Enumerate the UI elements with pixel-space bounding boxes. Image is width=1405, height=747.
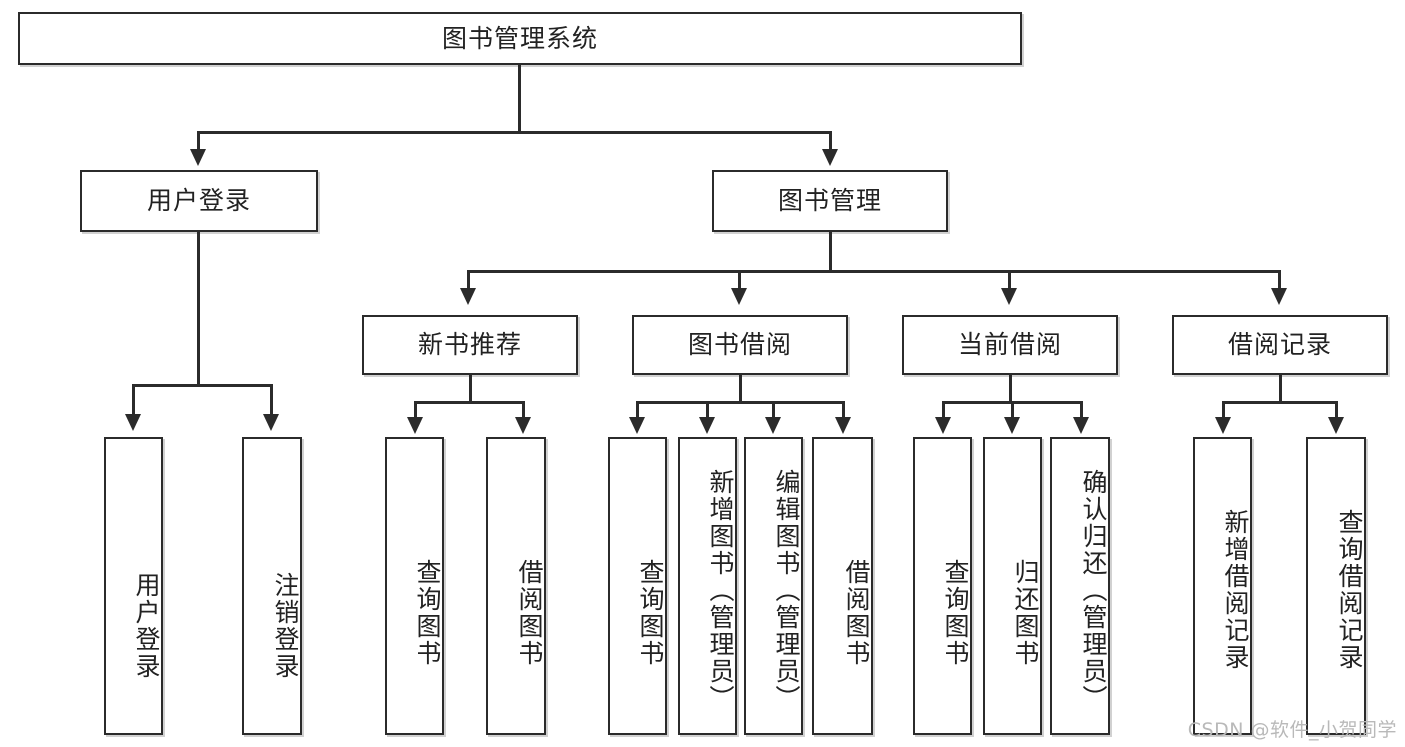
leaf-borrow-book-borrow[interactable]: 借阅图书 <box>812 437 873 735</box>
edge-userlogin-drop-1 <box>132 384 135 418</box>
leaf-add-book-admin[interactable]: 新增图书（管理员） <box>678 437 737 735</box>
arrowhead-to-book-manage <box>822 149 838 166</box>
node-current-borrow[interactable]: 当前借阅 <box>902 315 1118 375</box>
arrowhead-to-leaf-borrow-book-2 <box>835 417 851 434</box>
node-label: 查询图书 <box>636 559 665 667</box>
edge-userlogin-stem <box>197 232 200 386</box>
node-label: 确认归还（管理员） <box>1079 468 1108 712</box>
edge-bookborrow-drop-4 <box>842 401 845 419</box>
edge-bookborrow-drop-1 <box>636 401 639 419</box>
edge-borrowrecord-drop-2 <box>1335 401 1338 419</box>
leaf-borrow-book-recommend[interactable]: 借阅图书 <box>486 437 546 735</box>
edge-bookborrow-bus <box>636 401 844 404</box>
node-new-book-recommend[interactable]: 新书推荐 <box>362 315 578 375</box>
arrowhead-to-leaf-return-book <box>1004 417 1020 434</box>
edge-currentborrow-drop-2 <box>1011 401 1014 419</box>
arrowhead-to-leaf-confirm-return <box>1073 417 1089 434</box>
node-label: 查询图书 <box>941 559 970 667</box>
node-borrow-record[interactable]: 借阅记录 <box>1172 315 1388 375</box>
edge-bookmanage-drop-1 <box>467 270 470 292</box>
edge-borrowrecord-stem <box>1279 375 1282 403</box>
edge-bookborrow-drop-2 <box>706 401 709 419</box>
arrowhead-to-leaf-query-record <box>1328 417 1344 434</box>
edge-root-bus <box>197 131 831 134</box>
arrowhead-to-user-login <box>190 149 206 166</box>
node-label: 用户登录 <box>132 571 161 680</box>
node-label: 新增图书（管理员） <box>706 468 735 712</box>
node-book-manage[interactable]: 图书管理 <box>712 170 948 232</box>
edge-currentborrow-drop-3 <box>1080 401 1083 419</box>
node-label: 当前借阅 <box>957 330 1062 360</box>
node-label: 图书管理 <box>777 186 882 216</box>
edge-newbook-bus <box>414 401 524 404</box>
edge-currentborrow-drop-1 <box>942 401 945 419</box>
node-root-system[interactable]: 图书管理系统 <box>18 12 1022 65</box>
edge-root-drop-left <box>197 131 200 154</box>
edge-userlogin-bus <box>132 384 272 387</box>
leaf-edit-book-admin[interactable]: 编辑图书（管理员） <box>744 437 803 735</box>
node-label: 查询借阅记录 <box>1335 509 1364 671</box>
node-label: 图书借阅 <box>687 330 792 360</box>
node-label: 借阅图书 <box>515 559 544 667</box>
arrowhead-to-leaf-borrow-book-1 <box>515 417 531 434</box>
leaf-query-book-current[interactable]: 查询图书 <box>913 437 972 735</box>
edge-root-drop-right <box>829 131 832 154</box>
edge-newbook-stem <box>469 375 472 403</box>
arrowhead-to-leaf-query-book-2 <box>629 417 645 434</box>
edge-root-stem <box>518 65 521 133</box>
leaf-query-borrow-record[interactable]: 查询借阅记录 <box>1306 437 1366 735</box>
arrowhead-to-leaf-edit-book <box>765 417 781 434</box>
arrowhead-to-new-book-recommend <box>460 288 476 305</box>
edge-newbook-drop-1 <box>414 401 417 419</box>
edge-bookmanage-bus <box>467 270 1280 273</box>
arrowhead-to-borrow-record <box>1271 288 1287 305</box>
leaf-query-book-recommend[interactable]: 查询图书 <box>385 437 444 735</box>
node-label: 注销登录 <box>271 571 300 680</box>
node-label: 借阅图书 <box>842 559 871 667</box>
edge-borrowrecord-bus <box>1222 401 1337 404</box>
arrowhead-to-leaf-add-record <box>1215 417 1231 434</box>
leaf-logout[interactable]: 注销登录 <box>242 437 302 735</box>
leaf-return-book[interactable]: 归还图书 <box>983 437 1042 735</box>
arrowhead-to-current-borrow <box>1001 288 1017 305</box>
leaf-user-login[interactable]: 用户登录 <box>104 437 163 735</box>
arrowhead-to-leaf-query-book-3 <box>935 417 951 434</box>
edge-bookmanage-drop-2 <box>738 270 741 292</box>
arrowhead-to-leaf-user-login <box>125 414 141 431</box>
node-label: 编辑图书（管理员） <box>772 468 801 712</box>
edge-bookmanage-drop-4 <box>1278 270 1281 292</box>
leaf-query-book-borrow[interactable]: 查询图书 <box>608 437 667 735</box>
edge-bookborrow-drop-3 <box>772 401 775 419</box>
node-book-borrow[interactable]: 图书借阅 <box>632 315 848 375</box>
csdn-watermark: CSDN @软件_小贺同学 <box>1187 719 1397 741</box>
edge-bookmanage-drop-3 <box>1008 270 1011 292</box>
node-user-login[interactable]: 用户登录 <box>80 170 318 232</box>
edge-currentborrow-stem <box>1009 375 1012 403</box>
edge-userlogin-drop-2 <box>270 384 273 418</box>
node-label: 新增借阅记录 <box>1221 509 1250 671</box>
node-label: 新书推荐 <box>417 330 522 360</box>
edge-bookmanage-stem <box>829 232 832 272</box>
arrowhead-to-book-borrow <box>731 288 747 305</box>
arrowhead-to-leaf-add-book <box>699 417 715 434</box>
node-label: 查询图书 <box>413 559 442 667</box>
leaf-add-borrow-record[interactable]: 新增借阅记录 <box>1193 437 1252 735</box>
node-label: 图书管理系统 <box>441 23 598 53</box>
arrowhead-to-leaf-logout <box>263 414 279 431</box>
node-label: 用户登录 <box>146 186 251 216</box>
edge-borrowrecord-drop-1 <box>1222 401 1225 419</box>
node-label: 借阅记录 <box>1227 330 1332 360</box>
edge-bookborrow-stem <box>739 375 742 403</box>
edge-newbook-drop-2 <box>522 401 525 419</box>
arrowhead-to-leaf-query-book-1 <box>407 417 423 434</box>
leaf-confirm-return-admin[interactable]: 确认归还（管理员） <box>1050 437 1110 735</box>
node-label: 归还图书 <box>1011 559 1040 667</box>
